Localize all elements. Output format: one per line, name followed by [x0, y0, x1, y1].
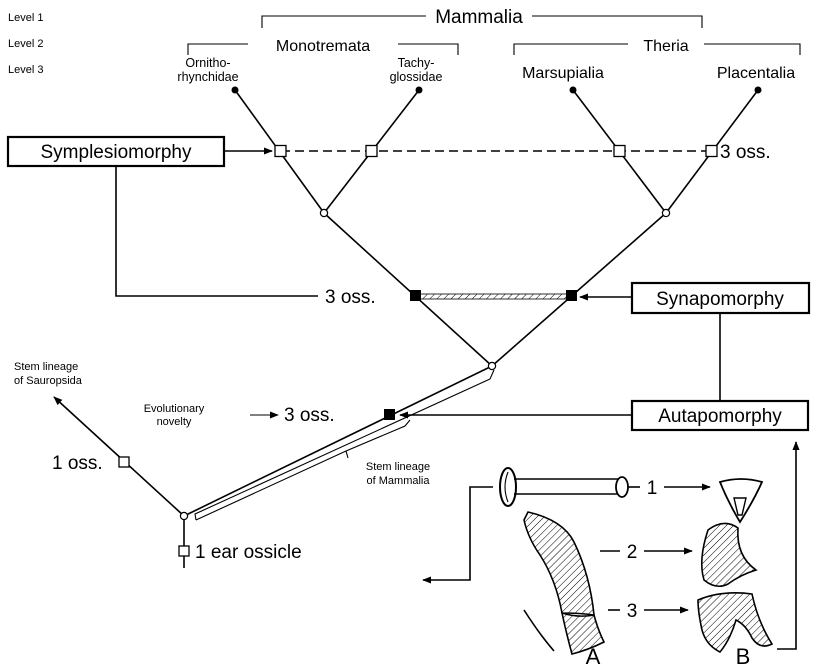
node-monotremata [319, 208, 329, 218]
taxon-ornitho-line1: Ornitho- [185, 56, 230, 70]
taxon-placentalia: Placentalia [717, 65, 795, 82]
terminal-dot-tachy [415, 86, 423, 94]
taxon-ornitho-line2: rhynchidae [177, 70, 238, 84]
three-oss-top-label: 3 oss. [720, 142, 771, 163]
mammalia-bracket [261, 15, 703, 28]
return-arrow-autapomorphy [777, 441, 800, 650]
terminal-dot-placentalia [754, 86, 762, 94]
node-mammalia [487, 361, 497, 371]
filled-square-theria [566, 290, 577, 301]
synapomorphy-box [630, 281, 811, 315]
monotremata-bracket [187, 43, 459, 55]
terminal-dot-ornitho [231, 86, 239, 94]
stem-sauropsida-line1: Stem lineage [14, 361, 78, 373]
columella-arrow [422, 486, 493, 584]
jaw-bone-lower [560, 611, 606, 655]
mammalia-label: Mammalia [435, 7, 523, 28]
node-amniota [179, 511, 189, 521]
level-2-label: Level 2 [8, 38, 43, 50]
theria-bracket [513, 43, 801, 55]
open-square-ornitho [274, 144, 287, 158]
level-3-label: Level 3 [8, 64, 43, 76]
three-oss-mid-label: 3 oss. [325, 287, 376, 308]
evolutionary-novelty-line1: Evolutionary [144, 403, 205, 415]
ossicle-malleus [697, 592, 774, 653]
open-square-placentalia [705, 144, 718, 158]
stem-sauropsida-line2: of Sauropsida [14, 375, 83, 387]
three-oss-low-label: 3 oss. [284, 405, 335, 426]
node-theria [661, 208, 671, 218]
open-square-tachy [365, 144, 378, 158]
jaw-bone-upper [523, 511, 595, 616]
panel-a-label: A [586, 644, 601, 667]
jaw-bone-outline [523, 609, 555, 652]
autapomorphy-label: Autapomorphy [658, 406, 782, 427]
stem-mammalia-line2: of Mammalia [367, 475, 431, 487]
synapomorphy-label: Synapomorphy [656, 289, 784, 310]
step-number-2: 2 [627, 542, 638, 563]
terminal-dot-marsupialia [569, 86, 577, 94]
synapomorphy-hatched-bar [418, 293, 573, 300]
columella-drawing [499, 467, 629, 507]
one-oss-label: 1 oss. [52, 453, 103, 474]
theria-label: Theria [643, 38, 688, 55]
panel-b-label: B [736, 644, 751, 667]
autapomorphy-box [630, 399, 810, 432]
stem-mammalia-bracket [194, 369, 495, 521]
symplesiomorphy-label: Symplesiomorphy [41, 142, 192, 163]
ossicle-stapes [718, 478, 764, 524]
open-square-ancestral [178, 545, 190, 557]
evolutionary-novelty-line2: novelty [157, 416, 192, 428]
ossicle-incus [700, 522, 758, 588]
open-square-marsupialia [613, 144, 626, 158]
taxon-tachy-line2: glossidae [390, 70, 443, 84]
filled-square-monotremata [410, 290, 421, 301]
step-number-3: 3 [627, 601, 638, 622]
monotremata-label: Monotremata [276, 38, 370, 55]
symplesiomorphy-connector [115, 166, 318, 297]
stem-mammalia-line1: Stem lineage [366, 461, 430, 473]
one-ear-ossicle-label: 1 ear ossicle [195, 542, 302, 563]
step-number-1: 1 [647, 478, 658, 499]
taxon-tachy-line1: Tachy- [398, 56, 435, 70]
open-square-sauropsida [118, 456, 130, 468]
ossicle-illustration [422, 441, 800, 655]
filled-square-stem [384, 409, 395, 420]
taxon-marsupialia: Marsupialia [522, 65, 604, 82]
level-1-label: Level 1 [8, 12, 43, 24]
